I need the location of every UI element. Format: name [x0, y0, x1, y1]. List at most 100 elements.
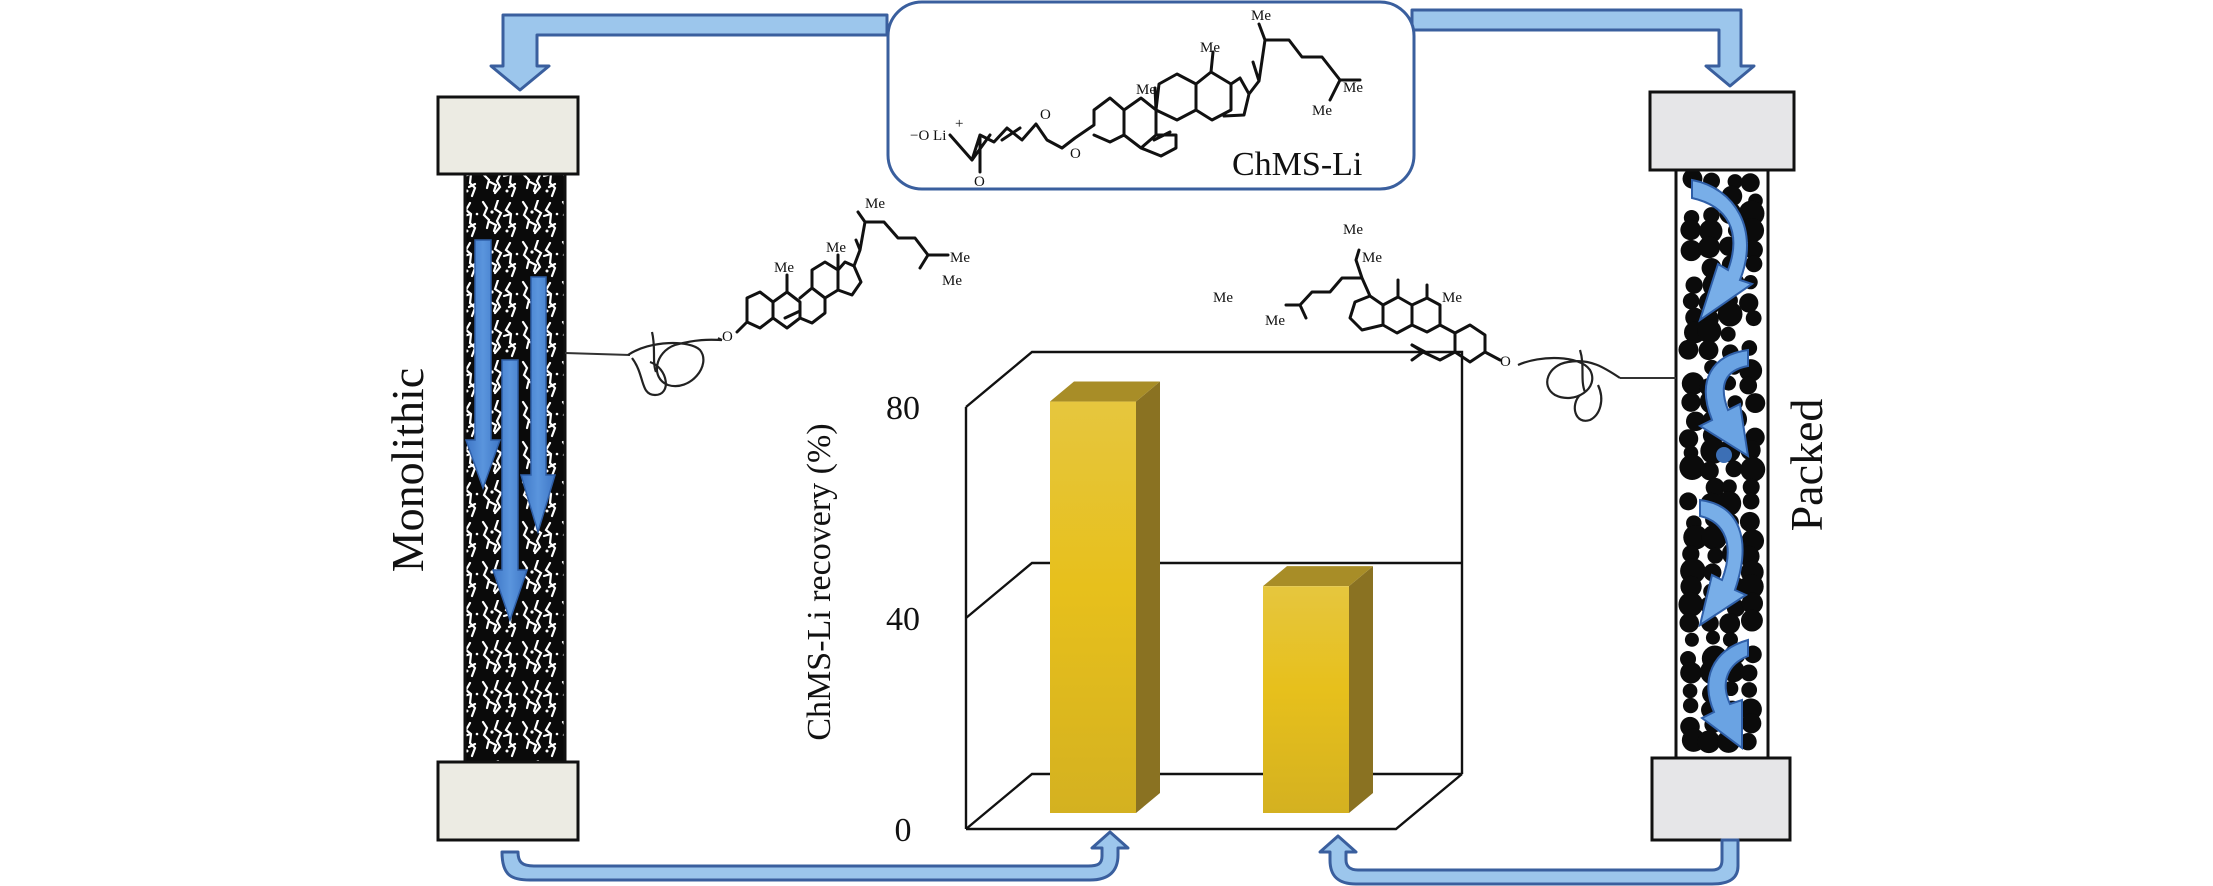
- packing-bead: [1717, 301, 1743, 327]
- packing-bead: [1725, 460, 1743, 478]
- monolithic-flow-arrows: [464, 239, 557, 623]
- left-methyl-2: Me: [826, 240, 846, 256]
- ester-o-label: O: [1070, 146, 1081, 162]
- methyl-label-2: Me: [1200, 40, 1220, 56]
- right-methyl-4: Me: [1213, 290, 1233, 306]
- chart-bar-top: [1263, 566, 1373, 587]
- packing-bead: [1685, 276, 1703, 294]
- chart-bars: [1050, 381, 1373, 813]
- chart-bar: [1263, 566, 1373, 813]
- packing-bead: [1681, 372, 1705, 395]
- packing-bead: [1739, 511, 1760, 532]
- flow-arrow-to-monolithic: [489, 13, 889, 92]
- packing-bead: [1699, 219, 1723, 243]
- packing-bead: [1739, 733, 1757, 751]
- chart-floor-front-edge: [966, 773, 1463, 831]
- packing-bead: [1679, 492, 1698, 511]
- flow-arrow-to-packed: [1410, 8, 1756, 88]
- packing-bead: [1680, 575, 1702, 598]
- packing-bead: [1742, 492, 1760, 510]
- packing-bead: [1681, 392, 1701, 412]
- ester-carbonyl-o-label: O: [1040, 107, 1051, 123]
- packing-bead: [1741, 682, 1758, 698]
- packing-bead: [1727, 174, 1743, 190]
- packing-bead: [1701, 524, 1728, 551]
- packing-bead: [1719, 613, 1741, 634]
- chart-ytick-label: 80: [886, 390, 920, 427]
- packing-bead: [1697, 319, 1722, 344]
- packing-bead: [1700, 461, 1719, 481]
- right-ether-o: O: [1500, 354, 1511, 370]
- packing-bead: [1683, 524, 1708, 550]
- left-methyl-4: Me: [950, 250, 970, 266]
- packed-top-cap: [1648, 90, 1796, 172]
- packing-bead: [1742, 478, 1760, 496]
- chart-bar: [1050, 381, 1160, 813]
- methyl-label-1: Me: [1136, 82, 1156, 98]
- packing-bead: [1740, 173, 1760, 193]
- right-tether-coil-icon: [1517, 349, 1621, 422]
- packing-bead: [1741, 592, 1764, 615]
- anion-label: −O Li: [910, 128, 946, 144]
- packing-bead: [1739, 293, 1759, 313]
- packing-bead: [1722, 632, 1738, 648]
- chart-ytick-label: 40: [886, 601, 920, 638]
- packing-bead: [1745, 310, 1762, 327]
- packed-label: Packed: [1781, 399, 1832, 532]
- chart-frame: [964, 350, 1464, 831]
- chms-li-structure: −O Li + O O O Me Me Me Me Me: [910, 8, 1363, 190]
- compound-box-chms-li: −O Li + O O O Me Me Me Me Me ChMS-Li: [886, 0, 1416, 191]
- packing-bead: [1705, 630, 1720, 645]
- methyl-label-4: Me: [1343, 80, 1363, 96]
- chart-bar-front: [1050, 401, 1136, 813]
- chart-ytick-label: 0: [895, 812, 912, 849]
- compound-name: ChMS-Li: [1232, 146, 1362, 183]
- monolithic-top-cap: [436, 95, 580, 176]
- packing-bead: [1685, 307, 1705, 328]
- chart-bar-side: [1136, 381, 1160, 813]
- packing-bead: [1720, 326, 1736, 342]
- packing-bead: [1680, 239, 1702, 262]
- packing-bead: [1678, 339, 1699, 360]
- right-methyl-2: Me: [1362, 250, 1382, 266]
- packing-bead: [1739, 376, 1758, 395]
- packing-bead: [1745, 393, 1766, 414]
- packing-bead: [1678, 592, 1704, 617]
- packing-bead: [1740, 664, 1758, 682]
- packing-bead: [1739, 574, 1764, 599]
- chart-bar-front: [1263, 586, 1349, 813]
- packing-bead: [1707, 547, 1724, 564]
- left-methyl-3: Me: [865, 196, 885, 212]
- packing-bead: [1743, 240, 1763, 260]
- packing-bead: [1684, 632, 1699, 647]
- methyl-label-3: Me: [1251, 8, 1271, 24]
- packing-bead: [1740, 609, 1763, 632]
- packing-bead: [1703, 207, 1720, 224]
- packed-flow-arrows: [1691, 178, 1755, 750]
- left-methyl-1: Me: [774, 260, 794, 276]
- chart-bar-top: [1050, 381, 1160, 402]
- flow-arrow-packed-to-chart: [1318, 834, 1740, 886]
- chart-ylabel: ChMS-Li recovery (%): [801, 423, 838, 740]
- chart-gridlines: [965, 561, 1462, 830]
- right-methyl-1: Me: [1442, 290, 1462, 306]
- packing-bead: [1698, 236, 1721, 259]
- packing-bead: [1741, 713, 1762, 734]
- right-cholesterol-ligand: O Me Me Me Me Me: [1213, 222, 1676, 422]
- cation-charge: +: [955, 116, 963, 132]
- left-methyl-5: Me: [942, 273, 962, 289]
- packing-bead: [1678, 429, 1699, 449]
- chart-gridline: [965, 772, 1462, 830]
- packing-bead: [1740, 456, 1766, 482]
- carbonyl-o-label: O: [974, 174, 985, 190]
- methyl-label-5: Me: [1312, 103, 1332, 119]
- packing-bead: [1682, 683, 1698, 699]
- packing-bead: [1682, 292, 1700, 310]
- packing-bead: [1705, 477, 1725, 497]
- packing-bead: [1682, 545, 1700, 563]
- flow-arrow-monolithic-to-chart: [500, 830, 1130, 882]
- chart-ytick-labels: 0 40 80: [886, 390, 920, 849]
- monolithic-column: Monolithic: [382, 95, 580, 842]
- chart-gridline: [965, 561, 1462, 619]
